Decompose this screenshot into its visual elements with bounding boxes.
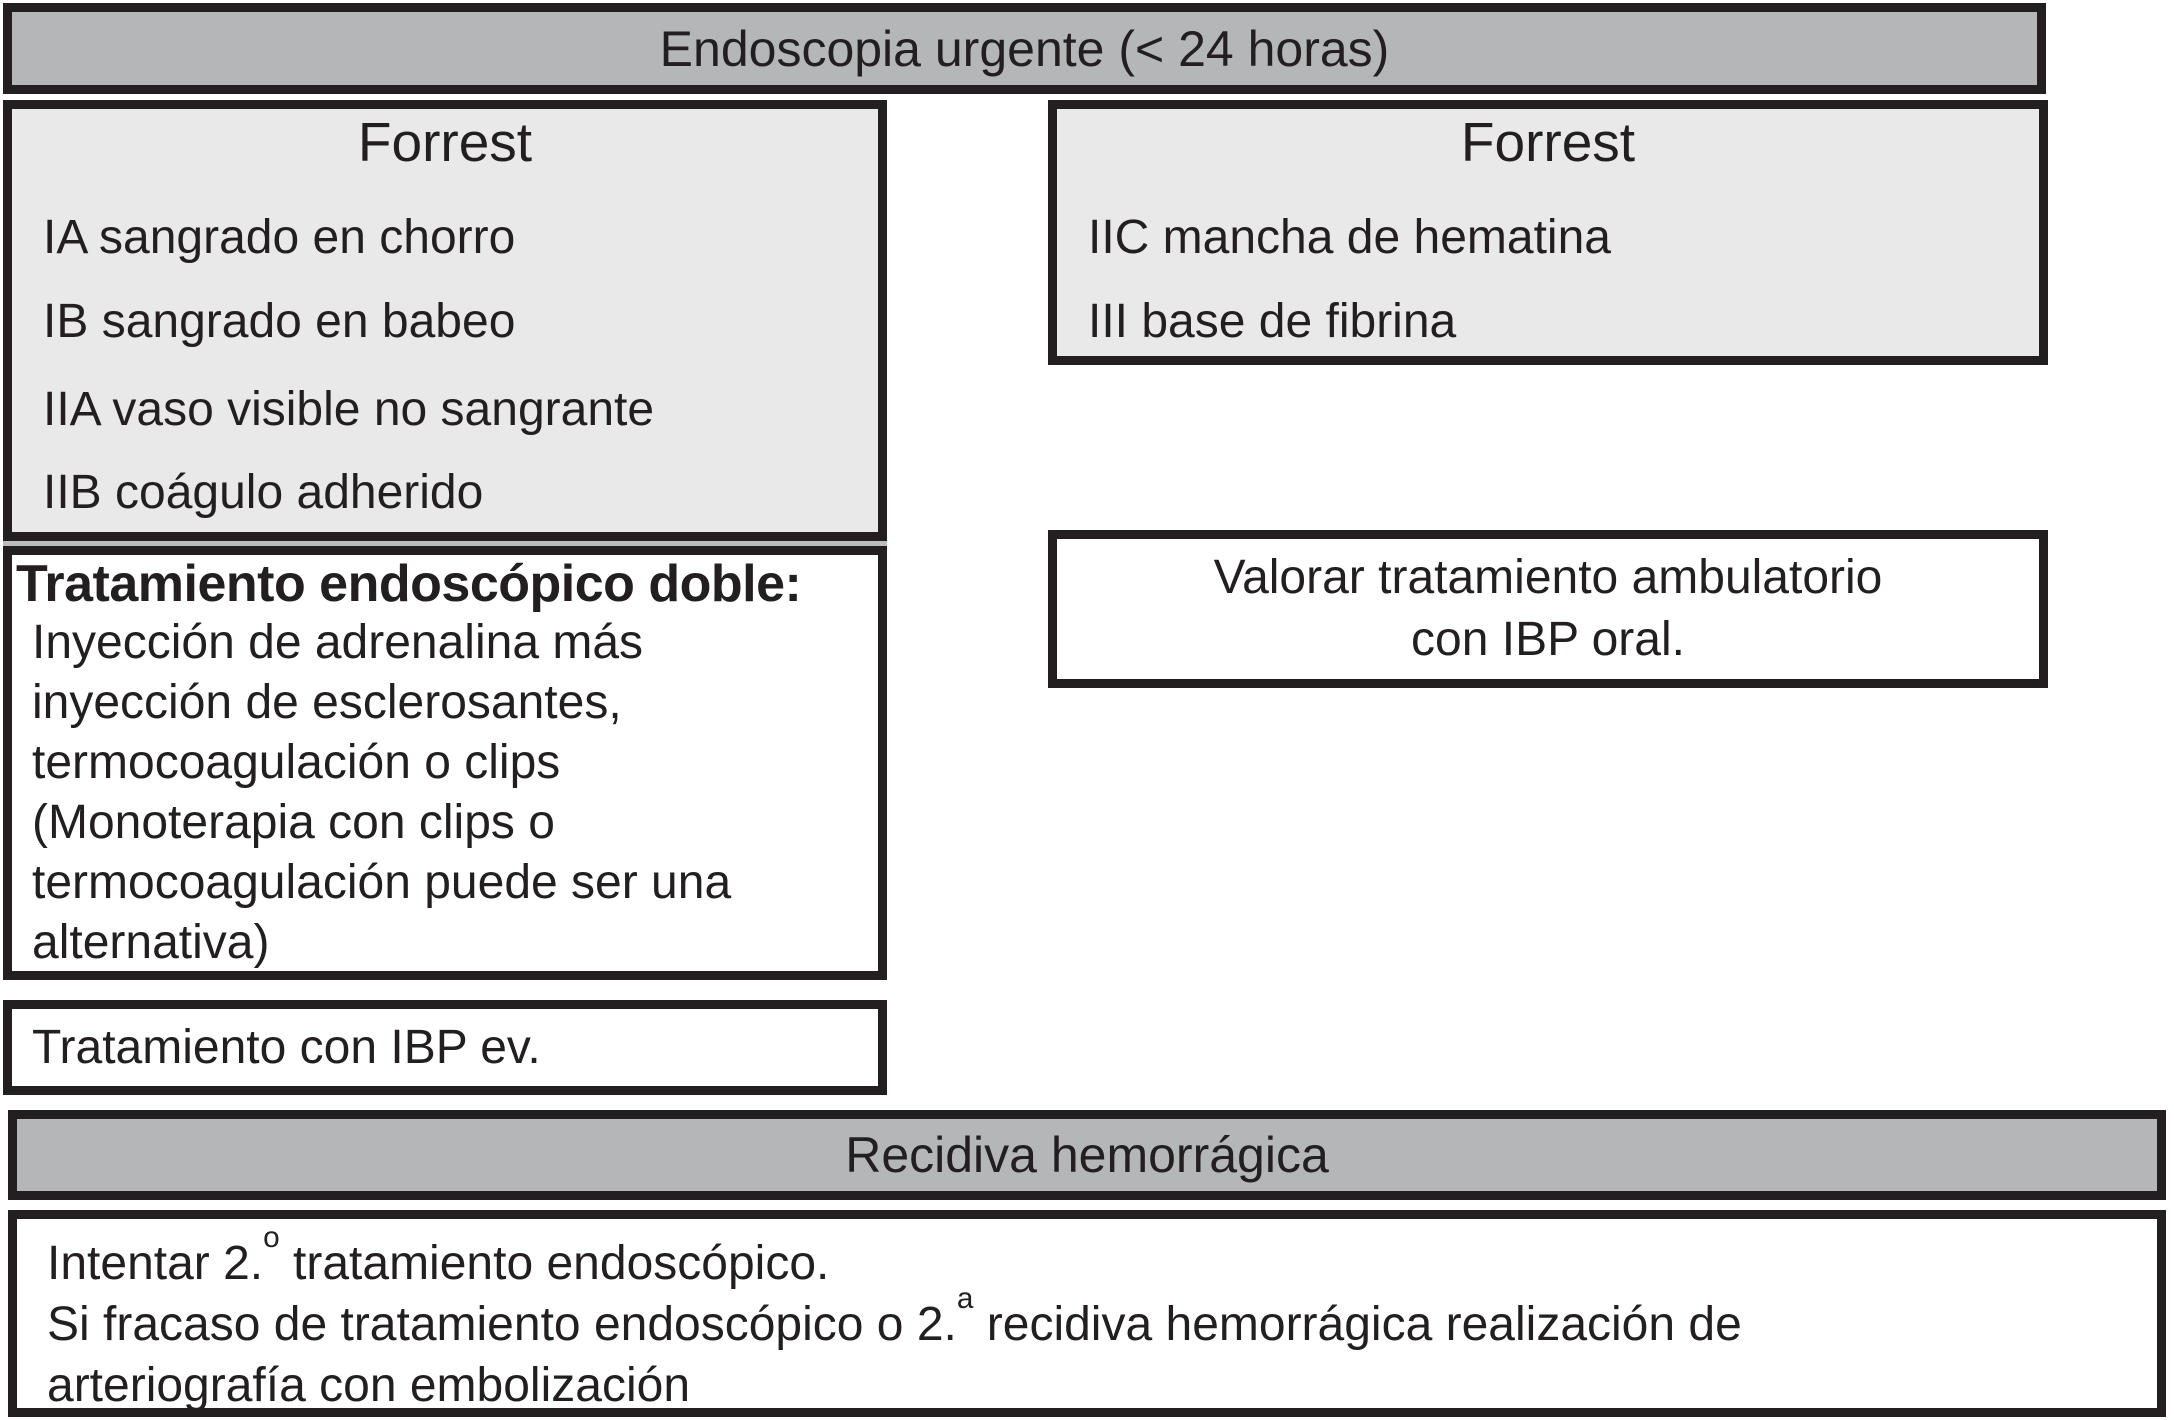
- treatment-body: Inyección de adrenalina más inyección de…: [32, 613, 731, 973]
- bottom-line-1-post: tratamiento endoscópico.: [279, 1237, 830, 1290]
- recidiva-banner: Recidiva hemorrágica: [8, 1110, 2166, 1200]
- bottom-box-text: Intentar 2.o tratamiento endoscópico. Si…: [17, 1219, 2157, 1416]
- treatment-line-2: inyección de esclerosantes,: [32, 676, 622, 729]
- bottom-line-1-pre: Intentar 2.: [47, 1237, 264, 1290]
- forrest-right-item-iii: III base de fibrina: [1088, 295, 1457, 348]
- bottom-line-2-pre: Si fracaso de tratamiento endoscópico o …: [47, 1298, 957, 1351]
- treatment-line-5: termocoagulación puede ser una: [32, 856, 732, 909]
- ibp-ev-box: Tratamiento con IBP ev.: [3, 1000, 887, 1095]
- forrest-left-item-ib: IB sangrado en babeo: [43, 295, 516, 348]
- bottom-line-1: Intentar 2.o tratamiento endoscópico.: [47, 1223, 2157, 1294]
- treatment-line-6: alternativa): [32, 916, 270, 969]
- ordinal-o-superscript: o: [263, 1221, 280, 1255]
- forrest-right-box: Forrest IIC mancha de hematina III base …: [1048, 100, 2048, 365]
- bottom-line-2-post: recidiva hemorrágica realización de: [973, 1298, 1742, 1351]
- top-banner: Endoscopia urgente (< 24 horas): [3, 3, 2046, 94]
- forrest-left-item-ia: IA sangrado en chorro: [43, 211, 516, 264]
- treatment-line-1: Inyección de adrenalina más: [32, 616, 644, 669]
- bottom-line-2: Si fracaso de tratamiento endoscópico o …: [47, 1284, 2157, 1355]
- ibp-ev-text: Tratamiento con IBP ev.: [32, 1021, 541, 1074]
- forrest-left-item-iib: IIB coágulo adherido: [43, 466, 484, 519]
- left-column-divider: [3, 538, 887, 548]
- treatment-box: Tratamiento endoscópico doble: Inyección…: [3, 546, 887, 980]
- ordinal-a-superscript: a: [956, 1282, 974, 1316]
- forrest-right-header: Forrest: [1460, 111, 1636, 173]
- treatment-line-3: termocoagulación o clips: [32, 736, 561, 789]
- treatment-heading: Tratamiento endoscópico doble:: [16, 555, 802, 613]
- forrest-left-header: Forrest: [357, 111, 533, 173]
- bottom-box: Intentar 2.o tratamiento endoscópico. Si…: [8, 1210, 2166, 1417]
- forrest-left-item-iia: IIA vaso visible no sangrante: [43, 383, 655, 436]
- treatment-line-4: (Monoterapia con clips o: [32, 796, 555, 849]
- valorar-text: Valorar tratamiento ambulatorio con IBP …: [1214, 547, 1883, 671]
- recidiva-banner-title: Recidiva hemorrágica: [845, 1127, 1329, 1183]
- forrest-right-item-iic: IIC mancha de hematina: [1088, 211, 1611, 264]
- forrest-left-box: Forrest IA sangrado en chorro IB sangrad…: [3, 100, 887, 541]
- valorar-line-1: Valorar tratamiento ambulatorio: [1213, 551, 1883, 604]
- top-banner-title: Endoscopia urgente (< 24 horas): [659, 20, 1390, 77]
- bottom-line-3: arteriografía con embolización: [47, 1359, 691, 1412]
- valorar-box: Valorar tratamiento ambulatorio con IBP …: [1048, 530, 2048, 688]
- valorar-line-2: con IBP oral.: [1411, 613, 1685, 666]
